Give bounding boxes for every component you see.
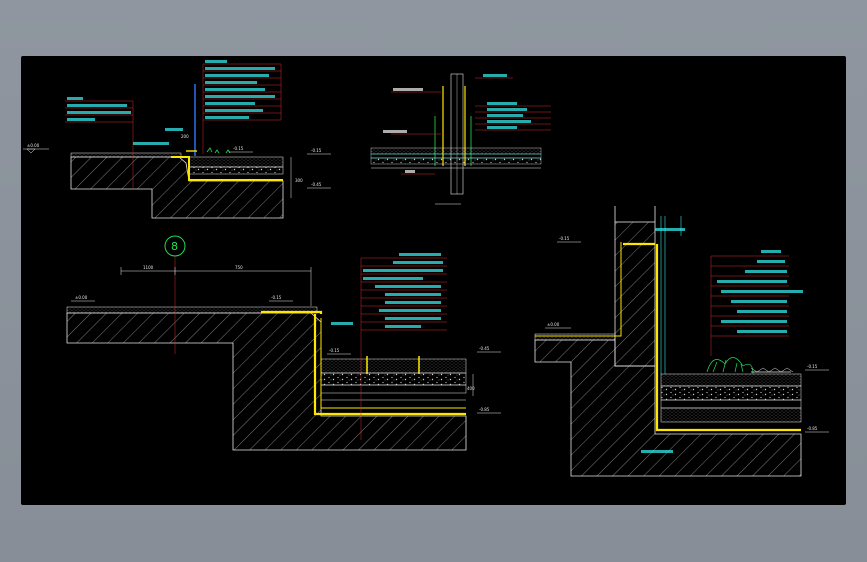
detail-c-membrane	[623, 242, 801, 432]
svg-text:-0.15: -0.15	[559, 236, 570, 241]
detail-a-gravel-layer	[188, 166, 284, 175]
detail-c-soil	[660, 373, 802, 387]
level-mark-b-top-mid: -0.15	[269, 295, 293, 302]
detail-a-surface-layer	[188, 156, 284, 168]
detail-a-section[interactable]: 300 200 ±0.00 -0.15 -0.15	[23, 60, 331, 219]
detail-b-paving-lower	[320, 358, 467, 374]
level-mark-b-top-left: ±0.00	[71, 295, 95, 302]
svg-text:-0.85: -0.85	[479, 407, 490, 412]
level-mark-a-left: ±0.00	[23, 143, 49, 154]
shrub-icon	[706, 357, 791, 375]
dim-b-height: 400	[467, 386, 475, 391]
detail-b-gravel	[320, 372, 467, 386]
svg-text:-0.85: -0.85	[807, 426, 818, 431]
level-mark-b-mid: -0.15	[327, 348, 351, 355]
detail-a-callout-upper	[202, 63, 282, 154]
svg-text:-0.15: -0.15	[233, 146, 244, 151]
dim-b-left: 1100	[143, 265, 154, 270]
svg-text:±0.00: ±0.00	[27, 143, 40, 148]
detail-c-callout	[710, 255, 789, 356]
cad-drawing[interactable]: 300 200 ±0.00 -0.15 -0.15	[21, 56, 846, 505]
detail-a-callout-left	[65, 100, 134, 188]
detail-c-drain	[660, 385, 802, 401]
svg-text:-0.15: -0.15	[807, 364, 818, 369]
detail-c-wall	[614, 221, 656, 367]
svg-text:-0.45: -0.45	[311, 182, 322, 187]
detail-b-callout	[360, 257, 447, 440]
detail-a-callout-text-left	[67, 97, 183, 145]
dim-b-right: 750	[235, 265, 243, 270]
level-mark-b-low: -0.45	[477, 346, 501, 353]
svg-text:-0.15: -0.15	[329, 348, 340, 353]
detail-b-dimensions	[120, 267, 312, 306]
level-mark-c-left: ±0.00	[545, 322, 571, 329]
level-mark-c-top: -0.15	[557, 236, 581, 243]
detail-a-membrane	[171, 156, 283, 181]
level-mark-c-bottom: -0.85	[805, 426, 829, 433]
level-mark-b-bottom: -0.85	[477, 407, 501, 414]
detail-a-concrete	[70, 156, 284, 219]
level-mark-a-right: -0.15	[307, 148, 331, 155]
drawing-viewport[interactable]: 300 200 ±0.00 -0.15 -0.15	[21, 56, 846, 505]
level-mark-a-mid: -0.15	[229, 146, 253, 153]
detail-d-callouts	[391, 77, 551, 175]
svg-text:±0.00: ±0.00	[75, 295, 88, 300]
svg-text:-0.45: -0.45	[479, 346, 490, 351]
detail-a-paving	[70, 152, 182, 158]
svg-text:-0.15: -0.15	[271, 295, 282, 300]
detail-c-section[interactable]: -0.15 ±0.00 -0.15 -0.85	[534, 206, 829, 477]
dim-a-height: 300	[295, 178, 303, 183]
detail-b-paving-upper	[66, 306, 318, 314]
level-mark-a-low: -0.45	[307, 182, 331, 189]
detail-a-callout-text-upper	[205, 60, 275, 119]
svg-text:-0.15: -0.15	[311, 148, 322, 153]
svg-text:8: 8	[171, 240, 178, 253]
detail-d-section[interactable]	[370, 73, 551, 205]
dim-a-small: 200	[181, 134, 189, 139]
detail-b-membrane	[261, 310, 466, 416]
level-mark-c-right: -0.15	[805, 364, 829, 371]
detail-b-section[interactable]: 8 1100 750 400 ±0.00	[66, 235, 501, 451]
svg-text:±0.00: ±0.00	[547, 322, 560, 327]
